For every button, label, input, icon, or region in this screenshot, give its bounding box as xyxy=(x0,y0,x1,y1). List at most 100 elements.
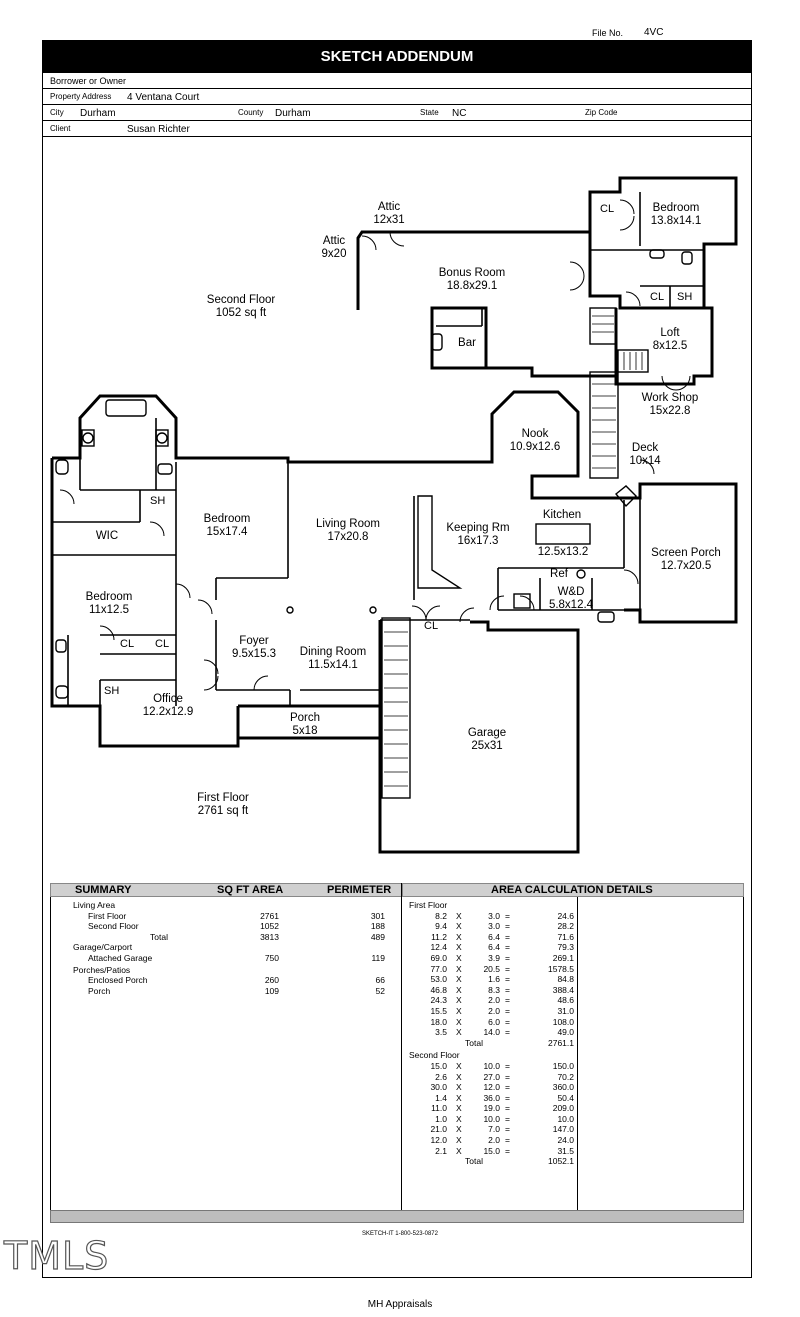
calc-x: X xyxy=(456,984,462,995)
calc-total: 2761.1 xyxy=(548,1037,574,1048)
client-value: Susan Richter xyxy=(127,124,190,135)
calc-eq: = xyxy=(505,910,510,921)
calc-result: 24.0 xyxy=(557,1135,574,1146)
shower-label: SH xyxy=(104,685,120,697)
calc-result: 49.0 xyxy=(557,1027,574,1038)
calc-x: X xyxy=(456,942,462,953)
calc-a: 69.0 xyxy=(430,952,447,963)
calc-eq: = xyxy=(505,1016,510,1027)
calc-b: 6.4 xyxy=(488,931,500,942)
calc-eq: = xyxy=(505,974,510,985)
summary-row: Garage/Carport xyxy=(73,942,133,953)
calc-row: 15.0 X 10.0 = 150.0 xyxy=(409,1061,577,1072)
calc-result: 360.0 xyxy=(552,1082,574,1093)
calc-result: 24.6 xyxy=(557,910,574,921)
calc-eq: = xyxy=(505,1135,510,1146)
calc-eq: = xyxy=(505,1082,510,1093)
calc-result: 147.0 xyxy=(552,1124,574,1135)
calc-a: 15.5 xyxy=(430,1005,447,1016)
calc-eq: = xyxy=(505,942,510,953)
calc-b: 7.0 xyxy=(488,1124,500,1135)
shower-label: SH xyxy=(677,291,693,303)
calc-x: X xyxy=(456,1145,462,1156)
calc-result: 150.0 xyxy=(552,1060,574,1071)
calc-a: 15.0 xyxy=(430,1060,447,1071)
calc-b: 36.0 xyxy=(483,1092,500,1103)
calc-x: X xyxy=(456,952,462,963)
calc-b: 27.0 xyxy=(483,1071,500,1082)
calc-result: 31.5 xyxy=(557,1145,574,1156)
calc-row: 1.4 X 36.0 = 50.4 xyxy=(409,1093,577,1104)
calc-eq: = xyxy=(505,963,510,974)
calc-a: 12.4 xyxy=(430,942,447,953)
calc-x: X xyxy=(456,1124,462,1135)
calc-a: 30.0 xyxy=(430,1082,447,1093)
calc-a: 21.0 xyxy=(430,1124,447,1135)
calc-a: 53.0 xyxy=(430,974,447,985)
address-row: Property Address 4 Ventana Court xyxy=(42,89,752,105)
calc-x: X xyxy=(456,1060,462,1071)
calc-a: 3.5 xyxy=(435,1027,447,1038)
calc-result: 70.2 xyxy=(557,1071,574,1082)
calc-row: First Floor xyxy=(409,900,577,911)
calc-a: 18.0 xyxy=(430,1016,447,1027)
state-label: State xyxy=(420,108,439,117)
calc-eq: = xyxy=(505,1103,510,1114)
calc-a: 2.1 xyxy=(435,1145,447,1156)
calc-eq: = xyxy=(505,1071,510,1082)
calc-eq: = xyxy=(505,1060,510,1071)
calc-total: 1052.1 xyxy=(548,1156,574,1167)
borrower-row: Borrower or Owner xyxy=(42,73,752,89)
watermark-logo: TMLS xyxy=(3,1233,110,1278)
calc-x: X xyxy=(456,1071,462,1082)
closet-label: CL xyxy=(120,638,135,650)
calc-x: X xyxy=(456,1103,462,1114)
calc-header: AREA CALCULATION DETAILS xyxy=(402,883,744,897)
room-kitchen: Kitchen xyxy=(542,509,582,521)
county-value: Durham xyxy=(275,108,311,119)
calc-a: 8.2 xyxy=(435,910,447,921)
calc-x: X xyxy=(456,1016,462,1027)
room-bar: Bar xyxy=(458,337,476,349)
calc-result: 31.0 xyxy=(557,1005,574,1016)
calc-x: X xyxy=(456,1113,462,1124)
calc-eq: = xyxy=(505,995,510,1006)
calc-eq: = xyxy=(505,1092,510,1103)
calc-result: 50.4 xyxy=(557,1092,574,1103)
calc-a: 12.0 xyxy=(430,1135,447,1146)
calc-eq: = xyxy=(505,952,510,963)
state-value: NC xyxy=(452,108,467,119)
file-no: 4VC xyxy=(644,27,664,38)
calc-b: 10.0 xyxy=(483,1060,500,1071)
calc-a: 1.4 xyxy=(435,1092,447,1103)
file-no-label: File No. xyxy=(592,28,624,38)
calc-a: 2.6 xyxy=(435,1071,447,1082)
calc-result: 10.0 xyxy=(557,1113,574,1124)
calc-b: 2.0 xyxy=(488,1005,500,1016)
calc-result: 269.1 xyxy=(552,952,574,963)
calc-x: X xyxy=(456,1092,462,1103)
summary-box xyxy=(50,897,744,1210)
calc-a: 11.2 xyxy=(431,931,447,942)
